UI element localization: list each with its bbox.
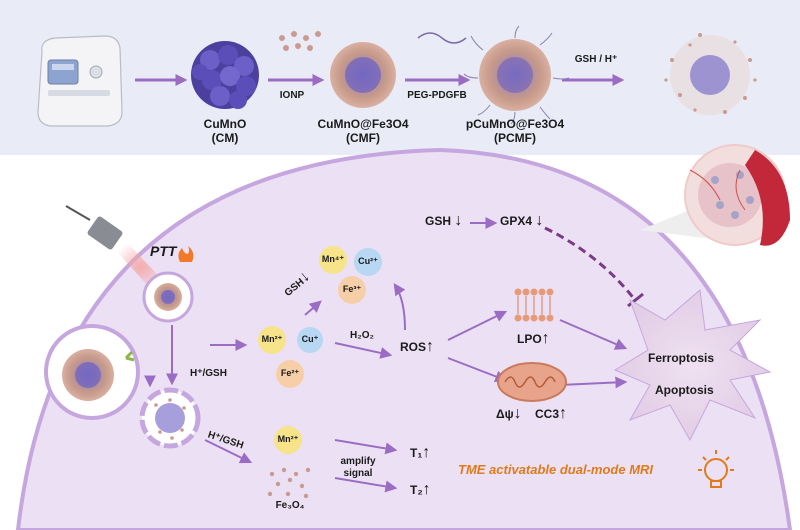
laser-device-icon	[65, 205, 123, 250]
fe3-ion-label: Fe³⁺	[342, 284, 362, 294]
cc3-label: CC3↑	[535, 405, 567, 423]
h-gsh-label-1: H⁺/GSH	[190, 368, 227, 379]
ros-text: ROS	[400, 340, 427, 354]
h2o2-label: H₂O₂	[350, 330, 374, 341]
cell-death-burst	[613, 289, 772, 442]
ptt-label: PTT	[150, 243, 177, 259]
amplify-text: amplify	[340, 456, 376, 467]
delta-psi-text: Δψ	[496, 407, 514, 421]
fire-icon	[178, 246, 194, 262]
cu1-ion-label: Cu⁺	[301, 334, 319, 344]
down-arrow-icon: ↓	[535, 212, 544, 229]
sonicator-device-icon	[37, 35, 123, 127]
signal-text: signal	[343, 467, 373, 479]
pcmf-name: pCuMnO@Fe3O4	[465, 117, 565, 131]
t2-text: T₂	[410, 483, 423, 497]
t1-label: T₁↑	[410, 444, 430, 462]
up-arrow-icon: ↑	[541, 330, 550, 347]
fe3o4-label: Fe₃O₄	[275, 500, 305, 511]
down-arrow-icon: ↓	[513, 405, 522, 422]
cumno-nanoparticle-icon	[191, 41, 259, 109]
up-arrow-icon: ↑	[422, 444, 431, 461]
mitochondrion-icon	[497, 362, 567, 402]
peg-chain-icon	[417, 32, 467, 44]
up-arrow-icon: ↑	[559, 405, 568, 422]
degrading-vesicle	[139, 387, 201, 449]
released-particle-icon	[664, 33, 757, 115]
release-label: GSH / H⁺	[574, 54, 618, 65]
pcmf-nanoparticle-icon	[463, 25, 570, 125]
cmf-nanoparticle-icon	[330, 42, 396, 108]
lipid-membrane-icon	[514, 288, 554, 322]
mn2-ion-label: Mn²⁺	[261, 334, 283, 344]
cmf-label: CuMnO@Fe3O4 (CMF)	[317, 117, 409, 146]
up-arrow-icon: ↑	[426, 338, 435, 355]
lightbulb-icon	[698, 450, 734, 488]
cm-abbr: (CM)	[211, 130, 239, 145]
mn4-ion-label: Mn⁴⁺	[321, 254, 345, 264]
up-arrow-icon: ↑	[422, 481, 431, 498]
cu2-ion-label: Cu²⁺	[358, 256, 378, 266]
amplify-signal-label: amplify signal	[340, 456, 375, 479]
ptt-vesicle	[142, 271, 194, 323]
ionp-label: IONP	[279, 90, 305, 101]
pcmf-abbr: (PCMF)	[494, 130, 536, 145]
down-arrow-icon: ↓	[454, 212, 463, 229]
cmf-abbr: (CMF)	[346, 130, 380, 145]
fe2-ion-label: Fe²⁺	[280, 368, 300, 378]
mri-caption: TME activatable dual-mode MRI	[458, 462, 654, 477]
cm-name: CuMnO	[203, 117, 247, 131]
t1-text: T₁	[410, 446, 423, 460]
pathway-arrows	[144, 217, 628, 493]
gpx4-label: GPX4 ↓	[500, 212, 543, 230]
ion-circles	[258, 246, 382, 454]
fe3o4-dots	[267, 467, 311, 499]
ferroptosis-label: Ferroptosis	[648, 351, 715, 365]
delta-psi-label: Δψ↓	[496, 405, 522, 423]
gsh-label: GSH ↓	[425, 212, 462, 230]
receptor-icon	[124, 350, 135, 362]
pcmf-label: pCuMnO@Fe3O4 (PCMF)	[465, 117, 565, 146]
apoptosis-label: Apoptosis	[655, 383, 714, 397]
lpo-label: LPO↑	[517, 330, 550, 348]
cmf-name: CuMnO@Fe3O4	[317, 117, 409, 131]
cm-label: CuMnO (CM)	[203, 117, 247, 146]
t2-label: T₂↑	[410, 481, 431, 499]
ionp-dots-icon	[279, 31, 321, 51]
gpx4-text: GPX4	[500, 214, 533, 228]
inhibit-arrow	[544, 226, 644, 308]
lpo-text: LPO	[517, 332, 542, 346]
mn2-mri-label: Mn²⁺	[277, 434, 299, 444]
gsh-text: GSH	[425, 214, 452, 228]
ros-label: ROS↑	[400, 338, 434, 356]
cc3-text: CC3	[535, 407, 560, 421]
tumor-tissue-icon	[640, 144, 790, 246]
synthesis-panel	[0, 0, 800, 155]
peg-label: PEG-PDGFB	[407, 90, 467, 101]
endocytosis-pocket	[44, 324, 140, 420]
